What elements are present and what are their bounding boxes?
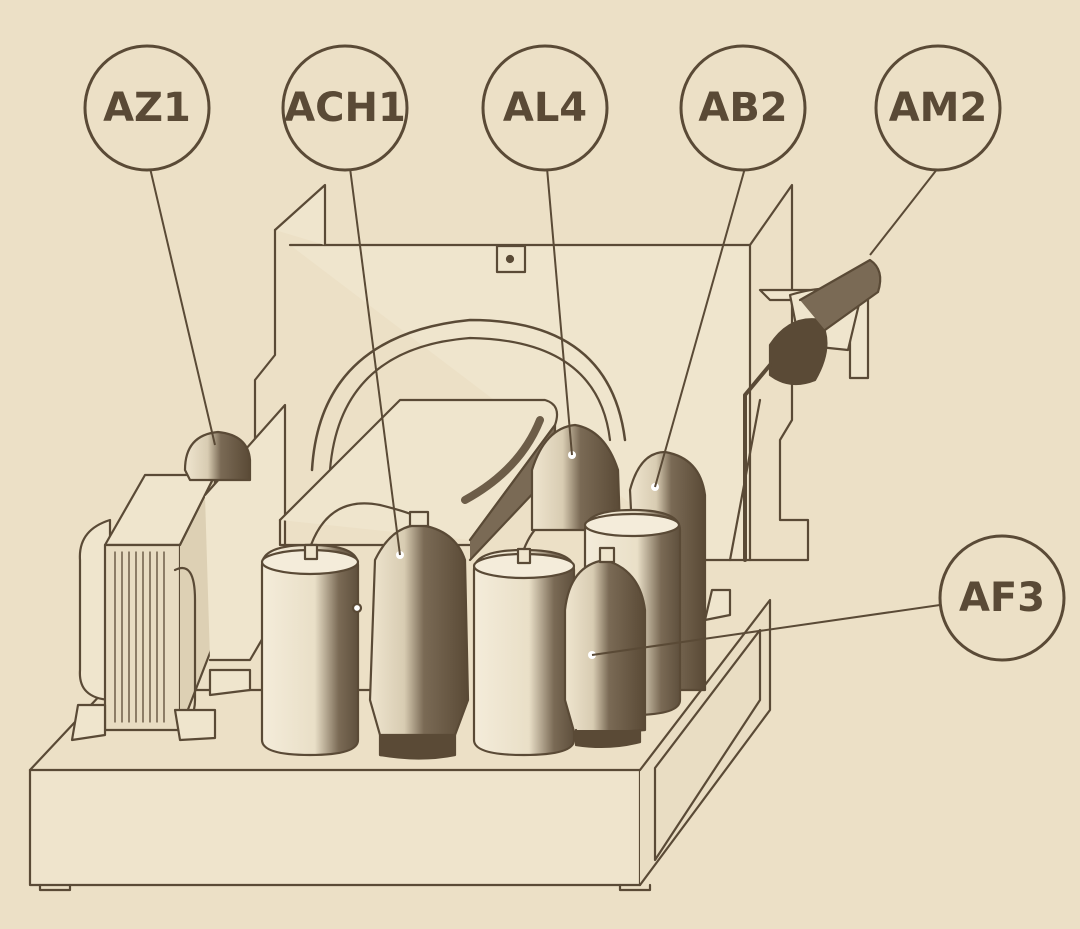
tube-al4: [530, 423, 622, 532]
callout-af3: AF3: [938, 534, 1066, 662]
callout-az1: AZ1: [83, 44, 211, 172]
callout-ab2-label: AB2: [698, 85, 787, 131]
speaker: [310, 318, 627, 472]
callout-al4-label: AL4: [503, 85, 587, 131]
leader-al4: [546, 167, 573, 456]
callout-al4: AL4: [481, 44, 609, 172]
transformer: [70, 473, 252, 742]
leader-af3: [591, 604, 941, 656]
callout-am2: AM2: [874, 44, 1002, 172]
tube-af3: [563, 546, 647, 748]
callout-af3-label: AF3: [959, 575, 1045, 621]
indicator-bracket: [703, 258, 882, 622]
callout-ach1-label: ACH1: [284, 85, 406, 131]
callout-ab2: AB2: [679, 44, 807, 172]
leader-az1: [149, 167, 216, 446]
filter-can-2: [472, 512, 610, 757]
tube-az1: [183, 430, 252, 482]
leader-am2: [869, 167, 939, 256]
callout-ach1: ACH1: [281, 44, 409, 172]
leader-ab2: [654, 167, 746, 488]
tube-ach1: [368, 510, 470, 760]
leader-lines: [149, 167, 941, 656]
leader-ach1: [349, 167, 401, 556]
chassis-base: [28, 598, 772, 892]
callout-am2-label: AM2: [889, 85, 988, 131]
callout-az1-label: AZ1: [103, 85, 191, 131]
filter-can-1: [260, 502, 422, 757]
